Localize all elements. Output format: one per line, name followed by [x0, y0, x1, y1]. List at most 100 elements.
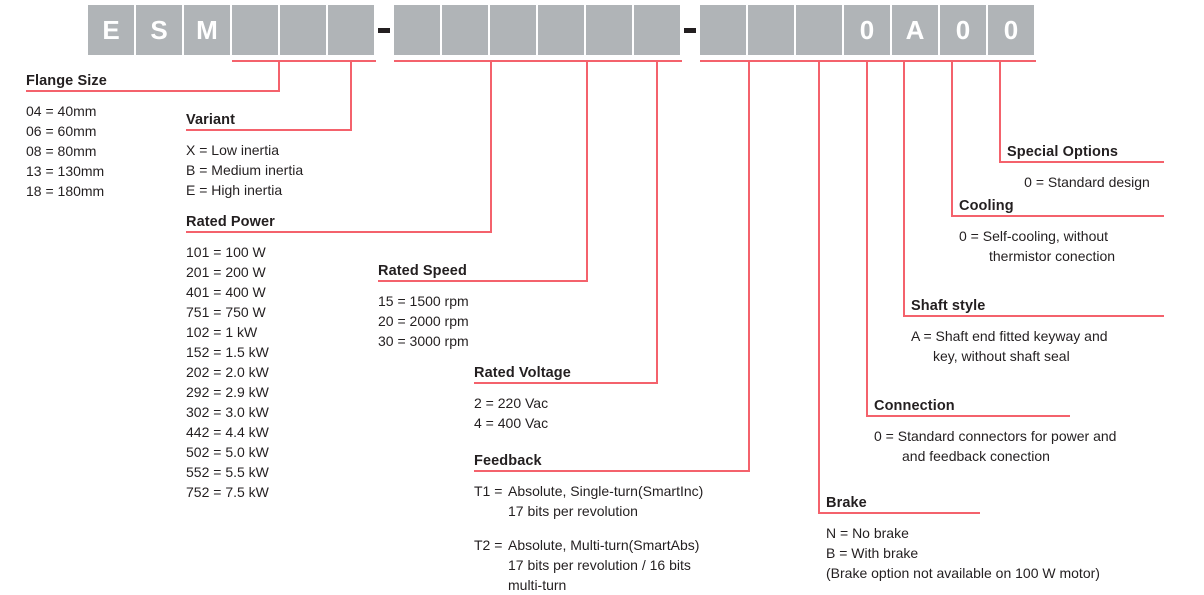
- pn-char-9: [490, 5, 536, 55]
- list-item: 2 = 220 Vac: [474, 395, 549, 411]
- legend-rated-voltage: Rated Voltage 2 = 220 Vac 4 = 400 Vac: [474, 365, 658, 433]
- cooling-line2: thermistor conection: [989, 248, 1116, 264]
- pn-char-10: [538, 5, 584, 55]
- legend-brake: Brake N = No brake B = With brake (Brake…: [826, 495, 1100, 583]
- leader-riser-brake: [818, 60, 820, 514]
- pn-char-7: [394, 5, 440, 55]
- leader-run-feedback: [474, 470, 750, 472]
- list-item: 20 = 2000 rpm: [378, 313, 469, 329]
- leader-riser-speed: [586, 60, 588, 282]
- leader-run-brake: [818, 512, 980, 514]
- legend-title-connection: Connection: [874, 398, 955, 414]
- list-item: 4 = 400 Vac: [474, 415, 549, 431]
- list-item: 13 = 130mm: [26, 163, 105, 179]
- legend-title-rated-power: Rated Power: [186, 214, 275, 230]
- list-item: 752 = 7.5 kW: [186, 484, 269, 500]
- leader-riser-shaft: [903, 60, 905, 317]
- list-item: 201 = 200 W: [186, 264, 266, 280]
- list-item: 102 = 1 kW: [186, 324, 258, 340]
- legend-title-rated-speed: Rated Speed: [378, 263, 467, 279]
- list-item: B = Medium inertia: [186, 162, 304, 178]
- leader-run-flange: [26, 90, 280, 92]
- pn-char-11: [586, 5, 632, 55]
- list-item: 202 = 2.0 kW: [186, 364, 269, 380]
- list-item: 08 = 80mm: [26, 143, 97, 159]
- leader-riser-voltage: [656, 60, 658, 384]
- leader-run-speed: [378, 280, 588, 282]
- legend-title-shaft-style: Shaft style: [911, 298, 986, 314]
- list-item: 15 = 1500 rpm: [378, 293, 469, 309]
- list-item: 152 = 1.5 kW: [186, 344, 269, 360]
- shaft-style-line2: key, without shaft seal: [933, 348, 1070, 364]
- pn-char-13: [700, 5, 746, 55]
- legend-rows-connection: 0 = Standard connectors for power and an…: [874, 426, 1174, 466]
- list-item: 04 = 40mm: [26, 103, 97, 119]
- list-item: 30 = 3000 rpm: [378, 333, 469, 349]
- list-item: 0 = Standard design: [1024, 174, 1150, 190]
- list-item: 18 = 180mm: [26, 183, 105, 199]
- leader-riser-connection: [866, 60, 868, 417]
- pn-separator-1: [378, 28, 390, 33]
- list-item: T1 = Absolute, Single-turn(SmartInc): [474, 481, 764, 501]
- list-item: 101 = 100 W: [186, 244, 266, 260]
- pn-char-17: A: [892, 5, 938, 55]
- leader-run-connection: [866, 415, 1070, 417]
- legend-title-flange-size: Flange Size: [26, 73, 107, 89]
- pn-separator-2: [684, 28, 696, 33]
- legend-rows-rated-speed: 15 = 1500 rpm 20 = 2000 rpm 30 = 3000 rp…: [378, 291, 588, 351]
- feedback-value-t1-line2: 17 bits per revolution: [508, 503, 638, 519]
- list-item: 442 = 4.4 kW: [186, 424, 269, 440]
- list-item: 06 = 60mm: [26, 123, 97, 139]
- legend-title-cooling: Cooling: [959, 198, 1014, 214]
- leader-run-cooling: [951, 215, 1164, 217]
- pn-char-3: M: [184, 5, 230, 55]
- pn-char-18: 0: [940, 5, 986, 55]
- connection-line2: and feedback conection: [902, 448, 1050, 464]
- list-item: X = Low inertia: [186, 142, 279, 158]
- leader-riser-power: [490, 60, 492, 233]
- pn-char-6: [328, 5, 374, 55]
- legend-variant: Variant X = Low inertia B = Medium inert…: [186, 112, 352, 200]
- legend-rated-speed: Rated Speed 15 = 1500 rpm 20 = 2000 rpm …: [378, 263, 588, 351]
- pn-char-14: [748, 5, 794, 55]
- pn-char-1: E: [88, 5, 134, 55]
- feedback-key-t1: T1 =: [474, 483, 503, 499]
- leader-bracket-voltage: [634, 60, 682, 62]
- leader-bracket-variant: [328, 60, 376, 62]
- pn-char-4: [232, 5, 278, 55]
- list-item: 0 = Standard connectors for power and: [874, 428, 1117, 444]
- legend-rows-special-options: 0 = Standard design: [1007, 172, 1167, 192]
- leader-run-voltage: [474, 382, 658, 384]
- leader-run-power: [186, 231, 492, 233]
- leader-bracket-feedback: [700, 60, 810, 62]
- leader-bracket-flange: [232, 60, 328, 62]
- pn-char-12: [634, 5, 680, 55]
- feedback-value-t2: Absolute, Multi-turn(SmartAbs): [508, 537, 700, 553]
- legend-title-special-options: Special Options: [1007, 144, 1119, 160]
- legend-title-rated-voltage: Rated Voltage: [474, 365, 571, 381]
- list-item: E = High inertia: [186, 182, 283, 198]
- list-item: B = With brake: [826, 545, 919, 561]
- leader-bracket-power: [394, 60, 544, 62]
- pn-char-15: [796, 5, 842, 55]
- legend-rows-shaft-style: A = Shaft end fitted keyway and key, wit…: [911, 326, 1181, 366]
- list-item: 0 = Self-cooling, without: [959, 228, 1109, 244]
- list-item: A = Shaft end fitted keyway and: [911, 328, 1108, 344]
- legend-cooling: Cooling 0 = Self-cooling, without thermi…: [959, 198, 1164, 266]
- feedback-detail-t1: 17 bits per revolution: [474, 501, 764, 521]
- list-item: 401 = 400 W: [186, 284, 266, 300]
- leader-riser-variant: [350, 60, 352, 131]
- brake-note: (Brake option not available on 100 W mot…: [826, 565, 1100, 581]
- feedback-key-spacer: [474, 575, 508, 595]
- list-item: 292 = 2.9 kW: [186, 384, 269, 400]
- legend-special-options: Special Options 0 = Standard design: [1007, 144, 1164, 192]
- leader-riser-feedback: [748, 60, 750, 472]
- legend-rows-brake: N = No brake B = With brake (Brake optio…: [826, 523, 1186, 583]
- leader-riser-cooling: [951, 60, 953, 217]
- legend-feedback: Feedback T1 = Absolute, Single-turn(Smar…: [474, 453, 764, 595]
- list-item: 751 = 750 W: [186, 304, 266, 320]
- legend-title-variant: Variant: [186, 112, 236, 128]
- legend-title-brake: Brake: [826, 495, 867, 511]
- list-item: 552 = 5.5 kW: [186, 464, 269, 480]
